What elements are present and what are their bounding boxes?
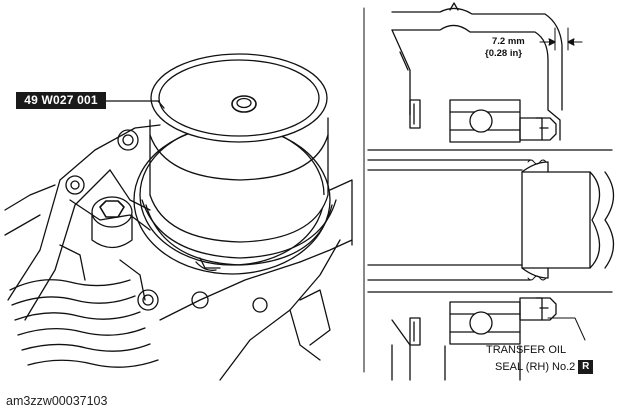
hex-bolt (91, 196, 133, 249)
replace-badge: R (578, 360, 594, 374)
illustration: 49 W027 001 7.2 mm {0.28 in} TRANSFER OI… (4, 2, 615, 381)
figure-caption: am3zzw00037103 (6, 394, 108, 408)
dimension-metric: 7.2 mm (492, 36, 525, 47)
seal-label-line2-text: SEAL (RH) No.2 (495, 360, 576, 373)
transfer-case-housing (4, 124, 353, 381)
housing-bosses (65, 129, 268, 313)
housing-ribs (9, 244, 159, 368)
seal-label-line1: TRANSFER OIL (486, 344, 567, 356)
tool-number-label: 49 W027 001 (16, 92, 106, 109)
sst-cylinder (141, 53, 337, 271)
dimension-imperial: {0.28 in} (485, 48, 522, 59)
cross-section (367, 2, 615, 381)
tool-callout-leader (105, 100, 165, 109)
